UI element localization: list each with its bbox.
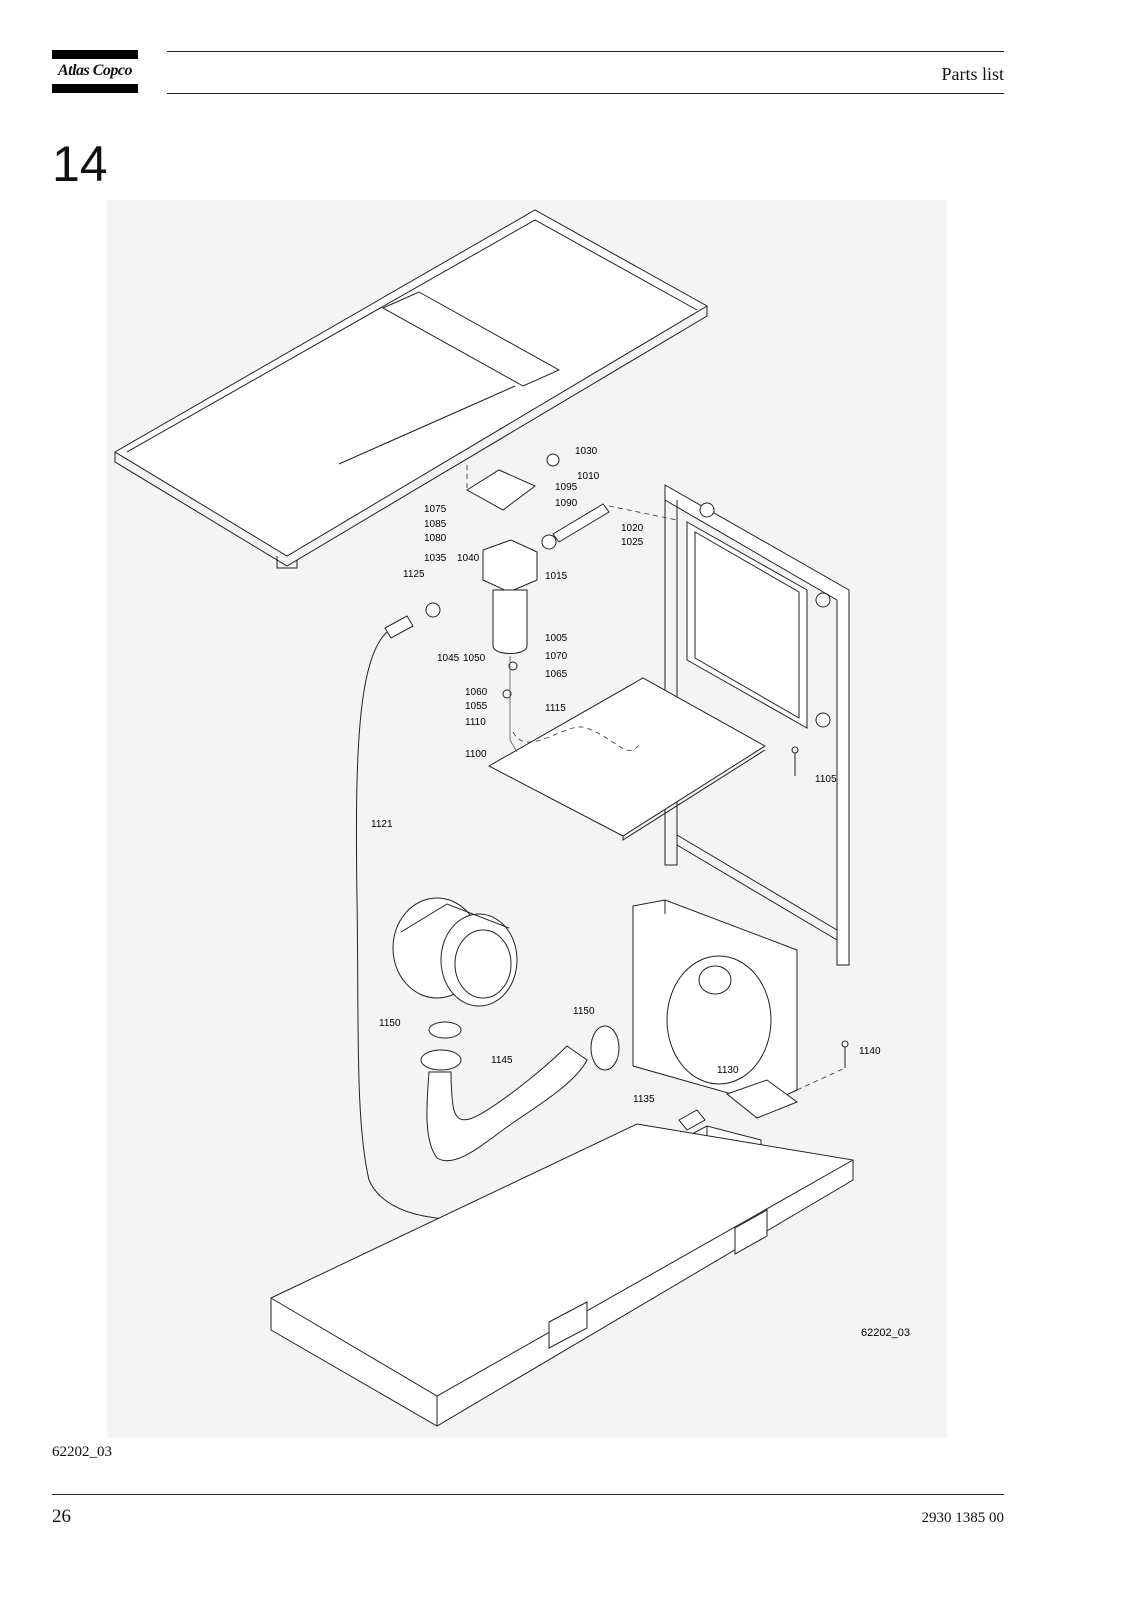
callout-1010: 1010 bbox=[577, 471, 600, 482]
right-frame bbox=[664, 484, 850, 966]
vent-slots-lower bbox=[338, 385, 516, 465]
vent-slots-upper bbox=[381, 291, 561, 387]
callout-1050: 1050 bbox=[463, 653, 486, 664]
callout-1080: 1080 bbox=[424, 533, 447, 544]
header-title: Parts list bbox=[941, 64, 1004, 84]
logo-wordmark: Atlas Copco bbox=[57, 62, 133, 79]
callout-1095: 1095 bbox=[555, 482, 578, 493]
callout-1125: 1125 bbox=[403, 569, 425, 580]
figure-id-label: 62202_03 bbox=[861, 1327, 910, 1339]
corrugated-hose bbox=[420, 1021, 620, 1162]
cooler-housing bbox=[632, 899, 798, 1105]
callout-1065: 1065 bbox=[545, 669, 568, 680]
callout-1040: 1040 bbox=[457, 553, 480, 564]
callout-1055: 1055 bbox=[465, 701, 488, 712]
callout-labels: 1030 1010 1095 1090 1075 1085 1080 1020 … bbox=[371, 446, 910, 1339]
callout-1150-left: 1150 bbox=[379, 1018, 401, 1029]
header-rule-top bbox=[167, 51, 1004, 52]
logo-bar-bottom bbox=[52, 84, 138, 93]
shelf-plate bbox=[487, 677, 766, 841]
filter-housing bbox=[482, 539, 538, 753]
figure-caption: 62202_03 bbox=[52, 1444, 112, 1460]
bracket-and-pipe bbox=[466, 453, 678, 550]
atlas-copco-logo: Atlas Copco bbox=[52, 50, 138, 94]
header-rule-bottom bbox=[167, 93, 1004, 94]
callout-1035: 1035 bbox=[424, 553, 447, 564]
drawing-svg: 1030 1010 1095 1090 1075 1085 1080 1020 … bbox=[114, 209, 910, 1427]
exploded-parts-drawing: 1030 1010 1095 1090 1075 1085 1080 1020 … bbox=[107, 200, 947, 1438]
footer-rule bbox=[52, 1494, 1004, 1495]
callout-1130: 1130 bbox=[717, 1065, 739, 1076]
callout-1090: 1090 bbox=[555, 498, 578, 509]
callout-1110: 1110 bbox=[465, 717, 486, 728]
callout-1150-right: 1150 bbox=[573, 1006, 595, 1017]
callout-1145: 1145 bbox=[491, 1055, 513, 1066]
callout-1121: 1121 bbox=[371, 819, 393, 830]
callout-1075: 1075 bbox=[424, 504, 447, 515]
callout-1060: 1060 bbox=[465, 687, 488, 698]
document-number: 2930 1385 00 bbox=[921, 1510, 1005, 1526]
callout-1020: 1020 bbox=[621, 523, 644, 534]
callout-1045: 1045 bbox=[437, 653, 460, 664]
section-number: 14 bbox=[52, 136, 108, 192]
callout-1005: 1005 bbox=[545, 633, 568, 644]
callout-1100: 1100 bbox=[465, 749, 487, 760]
callout-1115: 1115 bbox=[545, 703, 566, 714]
callout-1105: 1105 bbox=[815, 774, 837, 785]
blower-housing bbox=[392, 897, 518, 1007]
base-frame bbox=[270, 1123, 854, 1427]
top-cover bbox=[114, 209, 709, 569]
page-number: 26 bbox=[52, 1506, 71, 1527]
callout-1025: 1025 bbox=[621, 537, 644, 548]
bolts bbox=[791, 746, 849, 1091]
callout-1140: 1140 bbox=[859, 1046, 881, 1057]
callout-1085: 1085 bbox=[424, 519, 447, 530]
callout-1070: 1070 bbox=[545, 651, 568, 662]
callout-1030: 1030 bbox=[575, 446, 598, 457]
callout-1015: 1015 bbox=[545, 571, 568, 582]
logo-bar-top bbox=[52, 50, 138, 59]
callout-1135: 1135 bbox=[633, 1094, 655, 1105]
